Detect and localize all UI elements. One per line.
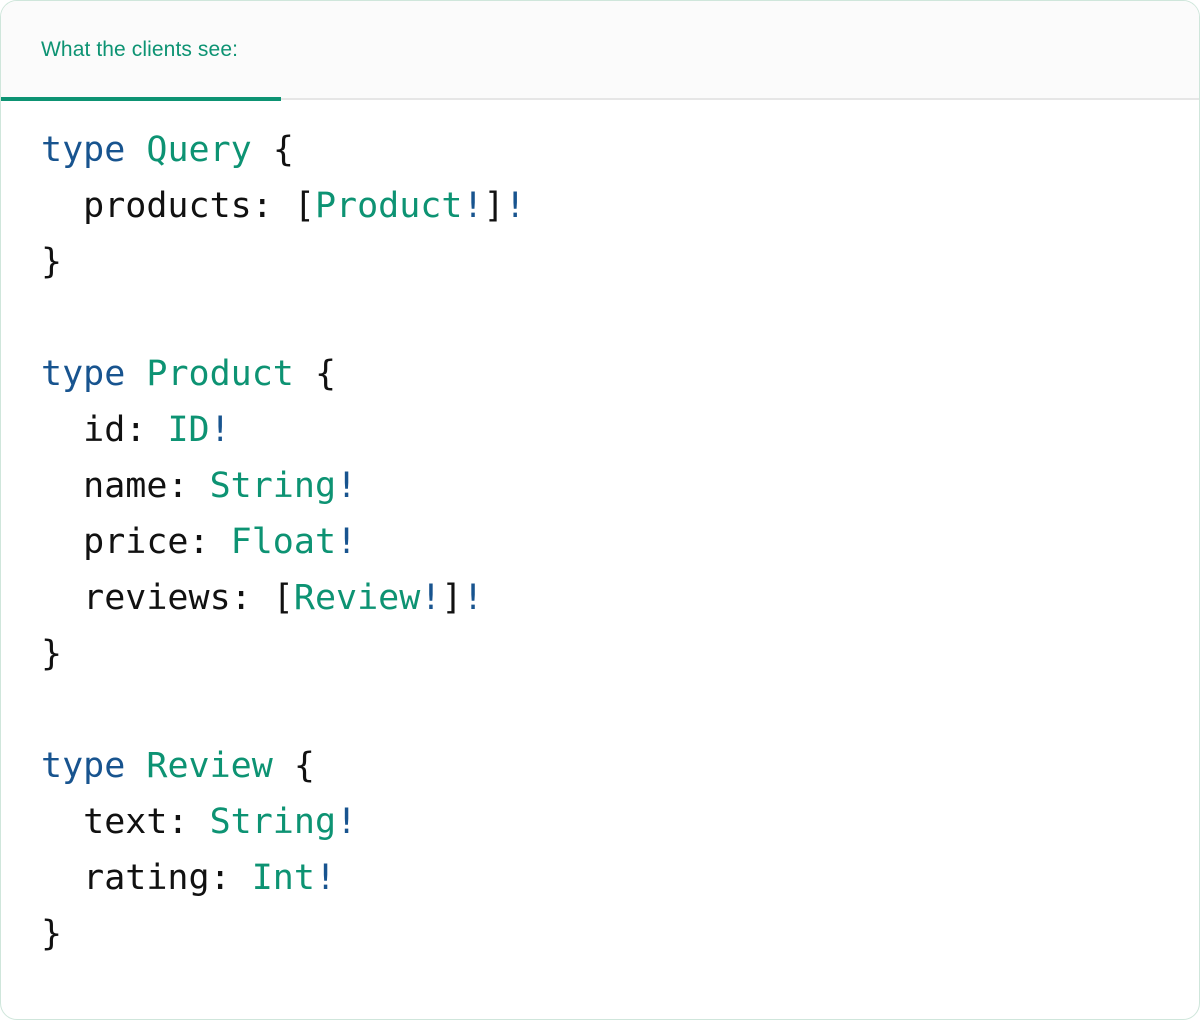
code-line: text: String!	[41, 794, 1199, 850]
code-token-type: Product	[314, 186, 463, 226]
code-token-plain	[273, 746, 294, 786]
code-token-bang: !	[336, 466, 358, 506]
code-token-bang: !	[209, 410, 231, 450]
code-token-type: Review	[293, 578, 421, 618]
code-token-type: Query	[146, 130, 252, 170]
code-token-bang: !	[504, 186, 526, 226]
code-token-punct: [	[272, 578, 294, 618]
code-token-field: name:	[41, 466, 189, 506]
code-token-keyword: type	[41, 746, 126, 786]
code-token-type: Review	[146, 746, 273, 786]
code-block: type Query { products: [Product!]!} type…	[1, 100, 1199, 962]
code-token-plain	[189, 466, 210, 506]
code-token-plain	[125, 746, 146, 786]
code-token-bang: !	[314, 858, 337, 898]
code-line: reviews: [Review!]!	[41, 570, 1199, 626]
code-token-field: price:	[41, 522, 210, 562]
code-token-field: products:	[41, 186, 273, 226]
code-line: price: Float!	[41, 514, 1199, 570]
code-line: }	[41, 626, 1199, 682]
code-token-punct: {	[272, 130, 294, 170]
tab-bar: What the clients see:	[1, 1, 1199, 101]
code-token-plain	[231, 858, 252, 898]
code-token-punct: ]	[441, 578, 463, 618]
code-token-keyword: type	[41, 130, 126, 170]
code-token-punct: ]	[483, 186, 505, 226]
code-token-type: String	[209, 802, 337, 842]
code-token-plain	[252, 130, 273, 170]
code-token-punct: }	[41, 242, 63, 282]
code-line: }	[41, 234, 1199, 290]
code-token-type: String	[209, 466, 337, 506]
code-token-field: reviews:	[41, 578, 252, 618]
code-token-punct: {	[293, 746, 315, 786]
code-line: name: String!	[41, 458, 1199, 514]
code-token-type: ID	[167, 410, 210, 450]
code-token-field: rating:	[41, 858, 231, 898]
code-token-plain	[125, 130, 146, 170]
graphql-schema-code[interactable]: type Query { products: [Product!]!} type…	[1, 122, 1199, 962]
code-token-bang: !	[336, 522, 358, 562]
code-line: products: [Product!]!	[41, 178, 1199, 234]
code-token-bang: !	[462, 578, 484, 618]
code-line: }	[41, 906, 1199, 962]
code-token-punct: [	[293, 186, 315, 226]
tab-active-underline	[1, 97, 282, 101]
code-token-bang: !	[462, 186, 484, 226]
code-token-plain	[125, 354, 146, 394]
code-token-punct: {	[314, 354, 337, 394]
code-token-plain	[189, 802, 210, 842]
code-token-plain	[273, 186, 294, 226]
code-token-type: Int	[251, 858, 315, 898]
code-line	[41, 682, 1199, 738]
code-line: rating: Int!	[41, 850, 1199, 906]
code-token-punct: }	[41, 634, 63, 674]
code-token-plain	[252, 578, 273, 618]
code-line: type Review {	[41, 738, 1199, 794]
code-token-keyword: type	[41, 354, 126, 394]
code-token-punct: }	[41, 914, 63, 954]
code-token-bang: !	[420, 578, 442, 618]
code-line: id: ID!	[41, 402, 1199, 458]
code-line: type Product {	[41, 346, 1199, 402]
code-token-plain	[294, 354, 315, 394]
code-line	[41, 290, 1199, 346]
code-token-type: Product	[146, 354, 294, 394]
code-token-type: Float	[230, 522, 337, 562]
code-token-field: id:	[41, 410, 147, 450]
code-token-field: text:	[41, 802, 189, 842]
code-token-plain	[146, 410, 167, 450]
tab-what-the-clients-see[interactable]: What the clients see:	[1, 1, 282, 101]
code-token-plain	[210, 522, 231, 562]
tab-label: What the clients see:	[41, 38, 239, 61]
code-line: type Query {	[41, 122, 1199, 178]
code-token-bang: !	[336, 802, 358, 842]
